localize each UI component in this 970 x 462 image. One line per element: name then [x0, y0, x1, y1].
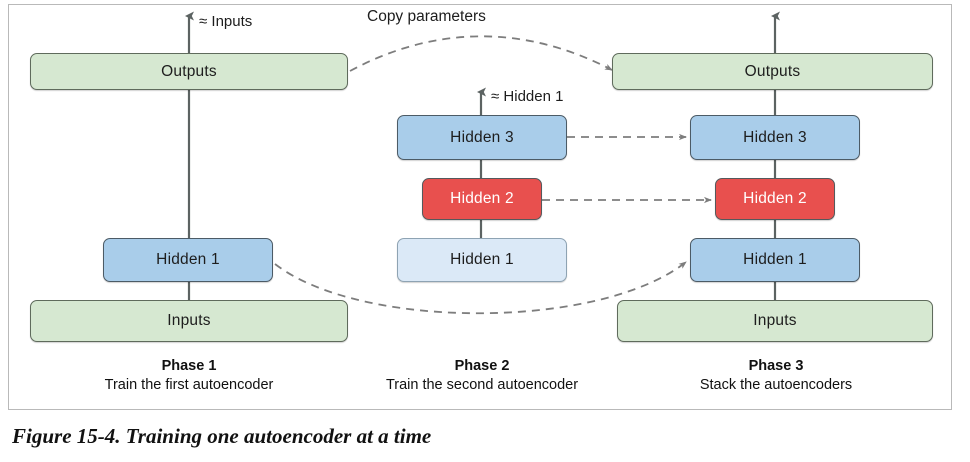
- phase-1-caption: Phase 1 Train the first autoencoder: [30, 357, 348, 395]
- node-label: Hidden 1: [743, 251, 807, 268]
- phase-2-layer-hidden-2[interactable]: Hidden 2: [422, 178, 542, 220]
- phase-2-subtitle: Train the second autoencoder: [385, 377, 579, 393]
- phase-1-subtitle: Train the first autoencoder: [104, 377, 274, 393]
- phase-2-layer-hidden-3[interactable]: Hidden 3: [397, 115, 567, 160]
- node-label: Hidden 3: [450, 128, 514, 146]
- node-label: Inputs: [167, 312, 211, 329]
- node-label: Hidden 2: [450, 190, 514, 207]
- node-label: Hidden 1: [156, 251, 220, 268]
- node-label: Outputs: [161, 62, 217, 80]
- phase-3-title: Phase 3: [748, 358, 804, 374]
- node-label: Outputs: [744, 62, 801, 80]
- phase-2-layer-hidden-1[interactable]: Hidden 1: [397, 238, 567, 282]
- phase-3-layer-hidden-1[interactable]: Hidden 1: [690, 238, 860, 282]
- phase-1-layer-hidden-1[interactable]: Hidden 1: [103, 238, 273, 282]
- phase-2-title: Phase 2: [454, 358, 510, 374]
- phase-3-layer-outputs[interactable]: Outputs: [612, 53, 933, 90]
- phase-3-layer-hidden-2[interactable]: Hidden 2: [715, 178, 835, 220]
- copy-parameters-label: Copy parameters: [367, 8, 486, 25]
- phase-1-title: Phase 1: [161, 358, 217, 374]
- phase-1-layer-inputs[interactable]: Inputs: [30, 300, 348, 342]
- phase-1-layer-outputs[interactable]: Outputs: [30, 53, 348, 90]
- phase-1-approx-inputs-label: ≈ Inputs: [199, 13, 253, 30]
- figure-caption: Figure 15-4. Training one autoencoder at…: [12, 424, 432, 448]
- node-label: Hidden 3: [743, 128, 807, 146]
- node-label: Hidden 2: [743, 190, 807, 207]
- phase-3-layer-hidden-3[interactable]: Hidden 3: [690, 115, 860, 160]
- phase-3-layer-inputs[interactable]: Inputs: [617, 300, 933, 342]
- node-label: Hidden 1: [450, 251, 514, 268]
- phase-2-caption: Phase 2 Train the second autoencoder: [326, 357, 638, 395]
- phase-2-approx-hidden1-label: ≈ Hidden 1: [491, 88, 564, 105]
- phase-3-caption: Phase 3 Stack the autoencoders: [620, 357, 932, 395]
- node-label: Inputs: [753, 312, 797, 329]
- phase-3-subtitle: Stack the autoencoders: [699, 377, 853, 393]
